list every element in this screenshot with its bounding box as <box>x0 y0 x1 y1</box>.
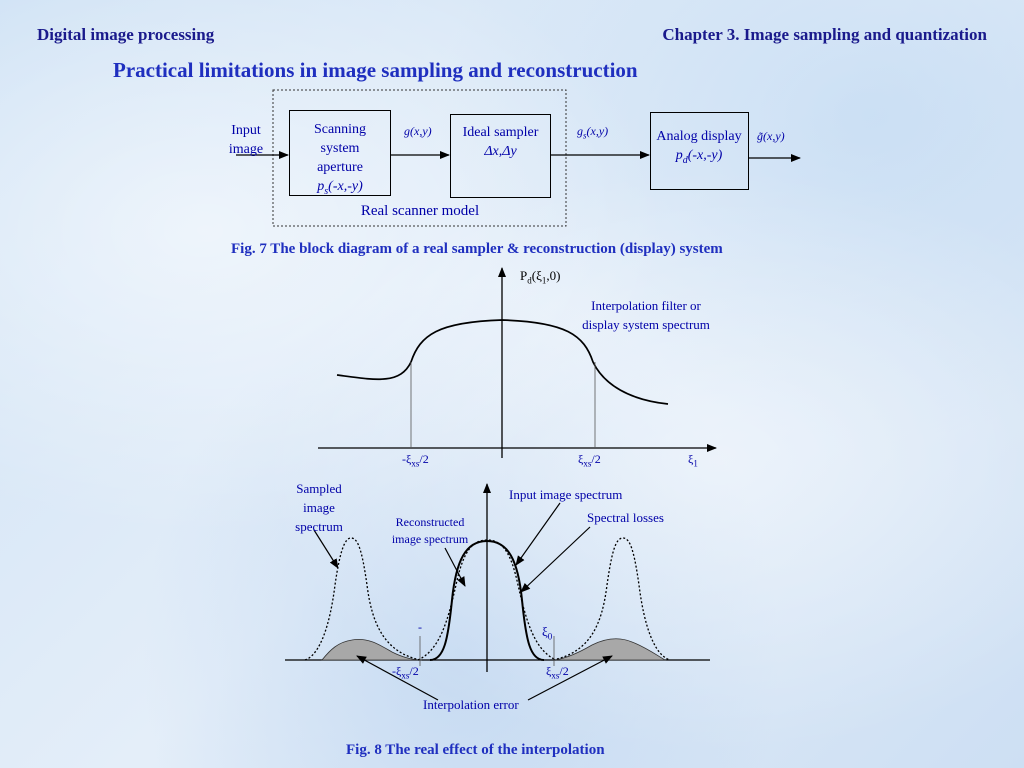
g-xy-label: g(x,y) <box>404 124 432 138</box>
gs-xy-label: gs(x,y) <box>577 124 609 141</box>
spectral-losses-label: Spectral losses <box>587 510 664 525</box>
ideal-sampler-label: Ideal sampler Δx,Δy <box>462 125 539 159</box>
plot1-tick-right: ξxs/2 <box>578 452 601 469</box>
header-left: Digital image processing <box>37 25 215 44</box>
plot1-y-label: Pd(ξ1,0) <box>520 268 561 286</box>
plot2-tick-left: -ξxs/2 <box>392 664 419 681</box>
output-label: g̃(x,y) <box>757 129 785 143</box>
sampled-spectrum-left <box>304 537 421 661</box>
error-region-right <box>554 638 667 661</box>
error-region-left <box>321 638 423 661</box>
header-right: Chapter 3. Image sampling and quantizati… <box>662 25 987 44</box>
input-spectrum-curve <box>429 539 545 661</box>
plot1-filter-curve <box>336 319 669 405</box>
plot1-tick-left: -ξxs/2 <box>402 452 429 469</box>
arrow-error-left <box>356 655 439 701</box>
plot2-xi0-label: ξ0 <box>542 624 553 642</box>
analog-display-box <box>650 112 749 190</box>
scanning-aperture-label: Scanning system aperture ps(-x,-y) <box>313 122 367 197</box>
arrow-spectral-losses <box>520 526 591 593</box>
analog-display-label: Analog display pd(-x,-y) <box>656 129 742 166</box>
fig8-caption: Fig. 8 The real effect of the interpolat… <box>346 742 605 758</box>
arrow-input-spectrum <box>515 502 561 566</box>
input-spectrum-label: Input image spectrum <box>509 487 623 502</box>
arrow-sampled-spectrum <box>313 529 339 569</box>
fig7-caption: Fig. 7 The block diagram of a real sampl… <box>231 241 723 257</box>
scanner-model-label: Real scanner model <box>360 203 480 219</box>
arrow-error-right <box>527 655 613 701</box>
sampled-spectrum-right <box>552 537 671 661</box>
ideal-sampler-box <box>450 114 551 198</box>
plot2-minus-mark: - <box>418 620 422 634</box>
slide-title: Practical limitations in image sampling … <box>113 58 638 82</box>
scanning-aperture-box <box>289 110 391 196</box>
arrow-reconstructed <box>444 547 466 587</box>
scanner-model-box <box>272 89 567 227</box>
plot2-tick-right: ξxs/2 <box>546 664 569 681</box>
plot1-x-axis-label: ξ1 <box>688 452 698 469</box>
interpolation-error-label: Interpolation error <box>423 697 519 712</box>
sampled-spectrum-center <box>417 539 557 661</box>
